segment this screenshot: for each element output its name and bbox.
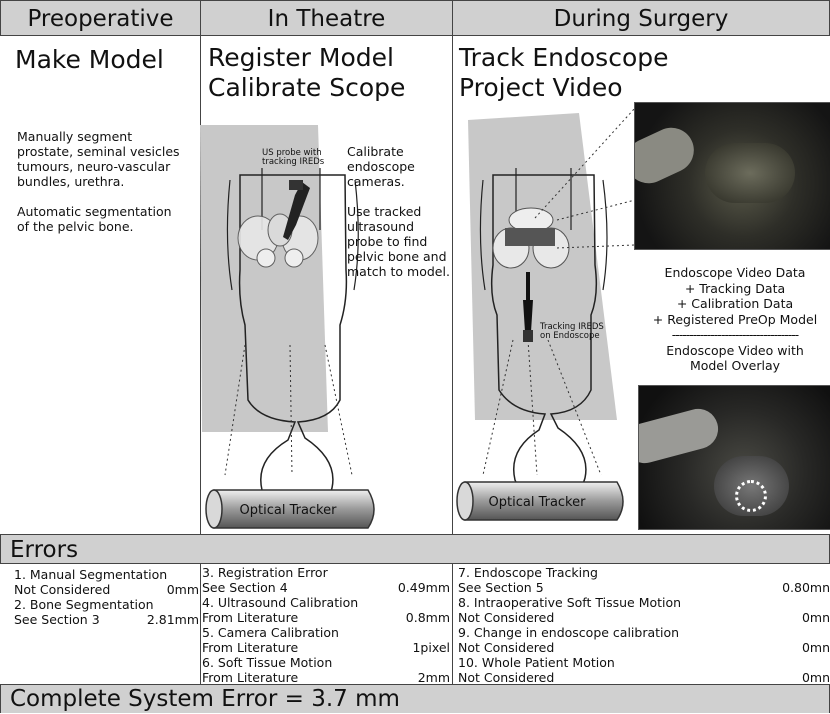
error-item-source: See Section 5 <box>458 580 544 595</box>
error-item-source: Not Considered <box>458 640 554 655</box>
error-item-label: 6. Soft Tissue Motion <box>202 655 332 670</box>
overlay-video-image <box>638 385 830 530</box>
error-divider-1 <box>200 563 201 685</box>
error-item-source: Not Considered <box>458 670 554 685</box>
error-item-value: 0mn <box>802 640 830 655</box>
header-preoperative: Preoperative <box>0 0 201 36</box>
error-item-value: 0.80mn <box>782 580 830 595</box>
error-item-source: From Literature <box>202 610 298 625</box>
endoscope-video-image <box>634 102 830 250</box>
error-item-value: 0.49mm <box>398 580 450 595</box>
error-item-value: 2mm <box>418 670 450 685</box>
error-item-value: 0mn <box>802 610 830 625</box>
error-item-value: 0mn <box>802 670 830 685</box>
error-item-source: Not Considered <box>14 582 110 597</box>
error-item-label: 5. Camera Calibration <box>202 625 339 640</box>
error-item-source: Not Considered <box>458 610 554 625</box>
error-item-label: 9. Change in endoscope calibration <box>458 625 679 640</box>
error-divider-2 <box>452 563 453 685</box>
error-item-label: 3. Registration Error <box>202 565 328 580</box>
error-item-value: 1pixel <box>412 640 450 655</box>
header-during-surgery: During Surgery <box>452 0 830 36</box>
overlay-marker <box>735 480 767 512</box>
make-model-title: Make Model <box>15 45 164 75</box>
tracker-label: Optical Tracker <box>240 503 338 518</box>
errors-band: Errors <box>0 534 830 564</box>
endoscope-label-2: on Endoscope <box>540 331 600 341</box>
header-in-theatre: In Theatre <box>200 0 453 36</box>
table-shadow <box>200 125 328 432</box>
optical-tracker-surgery: Optical Tracker <box>457 482 623 520</box>
error-item-source: See Section 3 <box>14 612 100 627</box>
error-item-value: 2.81mm <box>147 612 199 627</box>
error-item-label: 1. Manual Segmentation <box>14 567 167 582</box>
optical-tracker-theatre: Optical Tracker <box>206 490 374 528</box>
probe-label-2: tracking IREDs <box>262 157 325 167</box>
complete-system-error: Complete System Error = 3.7 mm <box>10 685 400 714</box>
errors-heading: Errors <box>10 535 78 565</box>
error-item-source: From Literature <box>202 640 298 655</box>
error-item-label: 2. Bone Segmentation <box>14 597 154 612</box>
error-item-source: See Section 4 <box>202 580 288 595</box>
error-item-label: 8. Intraoperative Soft Tissue Motion <box>458 595 681 610</box>
error-item-label: 7. Endoscope Tracking <box>458 565 598 580</box>
error-item-label: 10. Whole Patient Motion <box>458 655 615 670</box>
error-item-label: 4. Ultrasound Calibration <box>202 595 358 610</box>
data-flow-text: Endoscope Video Data + Tracking Data + C… <box>640 265 830 374</box>
error-item-value: 0.8mm <box>406 610 450 625</box>
tracker-label-surgery: Optical Tracker <box>489 495 587 510</box>
footer-band: Complete System Error = 3.7 mm <box>0 684 830 713</box>
error-item-value: 0mm <box>167 582 199 597</box>
error-item-source: From Literature <box>202 670 298 685</box>
